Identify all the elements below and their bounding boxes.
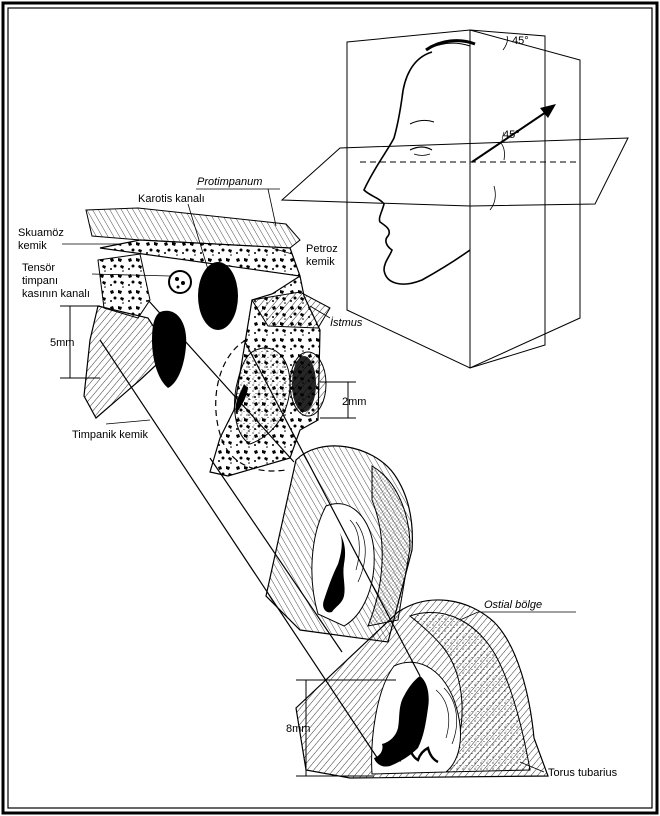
horizontal-angle-label: 45° — [503, 129, 520, 141]
label-timpanik-kemik: Timpanik kemik — [72, 429, 148, 441]
vertical-angle-label: 45° — [512, 35, 529, 47]
label-tensor-line1: Tensör — [22, 262, 55, 274]
label-protimpanum: Protimpanum — [197, 176, 262, 188]
label-tensor-line2: timpanı — [22, 275, 58, 287]
label-skuamoz-line2: kemik — [18, 240, 47, 252]
label-petroz-line2: kemik — [306, 256, 335, 268]
carotid-canal — [198, 262, 238, 330]
label-torus-tubarius: Torus tubarius — [548, 767, 618, 779]
label-karotis-kanali: Karotis kanalı — [138, 193, 205, 205]
label-ostial-bolge: Ostial bölge — [484, 599, 542, 611]
label-istmus: İstmus — [330, 317, 363, 329]
tensor-tympani-canal — [169, 271, 191, 293]
cartilaginous-segment-mid — [266, 446, 412, 642]
tube-lumen-protympanum — [152, 311, 186, 388]
label-tensor-line3: kasının kanalı — [22, 288, 90, 300]
dimension-2mm-label: 2mm — [342, 396, 366, 408]
label-skuamoz-line1: Skuamöz — [18, 227, 64, 239]
dimension-5mm-label: 5mm — [50, 337, 74, 349]
dimension-8mm-label: 8mm — [286, 723, 310, 735]
label-petroz-line1: Petroz — [306, 243, 338, 255]
